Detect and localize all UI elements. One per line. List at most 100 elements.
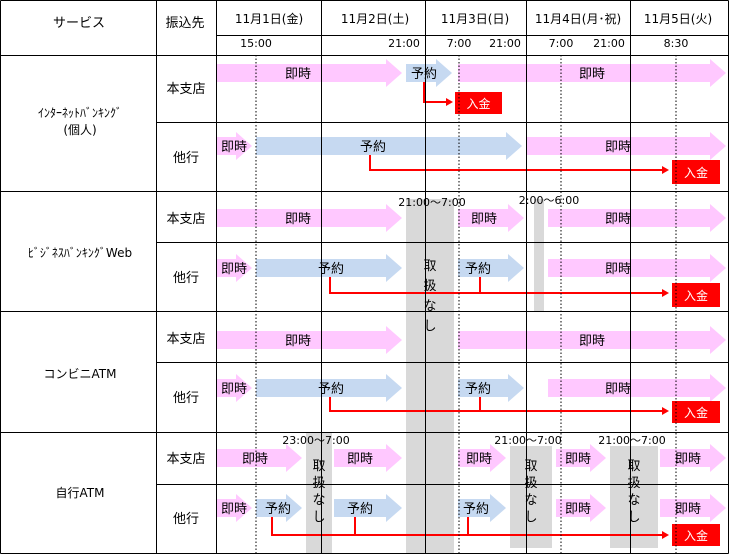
deposit-arrow-head: [662, 531, 669, 539]
day-header-4: 11月4日(月･祝): [535, 12, 621, 26]
destination-column-header: 振込先: [165, 16, 204, 31]
instant-label: 即時: [605, 262, 631, 277]
instant-label: 即時: [285, 67, 311, 82]
deposit-box: [672, 524, 720, 546]
period-label: 21:00〜7:00: [398, 196, 465, 209]
closed-label: し: [627, 510, 640, 525]
deposit-arrow-head: [662, 289, 669, 297]
deposit-line: [369, 155, 662, 171]
reserve-arrow: [334, 494, 402, 522]
instant-label: 即時: [605, 212, 631, 227]
deposit-line: [329, 397, 662, 412]
deposit-arrow-head: [662, 166, 669, 174]
instant-arrow: [548, 204, 726, 232]
closed-label: 扱: [627, 476, 640, 491]
closed-label: し: [524, 510, 537, 525]
row-label-other-bank: 他行: [173, 391, 199, 406]
deposit-label: 入金: [684, 405, 708, 420]
instant-arrow: [556, 444, 606, 472]
closed-label: な: [627, 493, 640, 508]
closed-label: 取: [524, 459, 537, 474]
deposit-line: [329, 277, 662, 294]
time-label: 21:00: [489, 37, 521, 50]
instant-arrow: [548, 254, 726, 282]
reserve-arrow: [256, 374, 402, 402]
period-label: 2:00〜6:00: [519, 194, 579, 207]
instant-label: 即時: [466, 452, 492, 467]
closed-period-bar: [406, 199, 454, 554]
reserve-arrow: [458, 254, 524, 282]
deposit-box: [672, 283, 720, 307]
instant-label: 即時: [565, 502, 591, 517]
time-label: 7:00: [447, 37, 472, 50]
deposit-arrow-head: [446, 98, 453, 106]
instant-arrow: [217, 444, 302, 472]
service-name-internet-banking-personal: (個人): [63, 123, 96, 137]
day-header-1: 11月1日(金): [235, 11, 303, 26]
instant-arrow: [458, 326, 726, 354]
period-label: 21:00〜7:00: [494, 434, 561, 447]
instant-arrow: [334, 444, 402, 472]
instant-arrow: [458, 444, 506, 472]
instant-label: 即時: [242, 452, 268, 467]
instant-label: 即時: [221, 502, 247, 517]
instant-arrow: [556, 494, 606, 522]
reserve-arrow: [256, 494, 302, 522]
deposit-box: [672, 401, 720, 423]
instant-label: 即時: [675, 502, 701, 517]
service-name-business-banking: ﾋﾞｼﾞﾈｽﾊﾞﾝｷﾝｸﾞWeb: [28, 246, 132, 260]
time-label: 21:00: [593, 37, 625, 50]
closed-label: 取: [627, 459, 640, 474]
service-column-header: サービス: [53, 16, 105, 31]
instant-arrow: [217, 59, 402, 87]
deposit-label: 入金: [466, 96, 490, 111]
row-label-own-branch: 本支店: [166, 212, 205, 227]
closed-label: 取: [312, 459, 325, 474]
reserve-label: 予約: [360, 140, 386, 155]
deposit-line: [271, 517, 662, 536]
reserve-arrow: [406, 59, 452, 87]
time-label: 8:30: [664, 37, 689, 50]
deposit-line: [423, 82, 446, 103]
closed-label: 扱: [312, 476, 325, 491]
deposit-box: [455, 92, 502, 114]
day-header-2: 11月2日(土): [341, 12, 409, 26]
reserve-label: 予約: [465, 262, 491, 277]
row-label-own-branch: 本支店: [166, 332, 205, 347]
instant-label: 即時: [565, 452, 591, 467]
instant-label: 即時: [579, 334, 605, 349]
row-label-other-bank: 他行: [173, 271, 199, 286]
instant-label: 即時: [221, 382, 247, 397]
instant-arrow: [217, 204, 402, 232]
instant-label: 即時: [221, 140, 247, 155]
instant-arrow: [217, 326, 402, 354]
reserve-arrow: [458, 374, 524, 402]
deposit-label: 入金: [684, 288, 708, 303]
row-label-other-bank: 他行: [173, 512, 199, 527]
closed-label: 扱: [423, 279, 436, 294]
closed-label: な: [423, 299, 436, 314]
day-header-5: 11月5日(火): [644, 12, 712, 26]
instant-label: 即時: [605, 382, 631, 397]
instant-label: 即時: [285, 334, 311, 349]
service-name-convenience-atm: コンビニATM: [44, 367, 117, 381]
time-label: 7:00: [549, 37, 574, 50]
reserve-arrow: [256, 132, 522, 160]
closed-period-bar: [306, 432, 332, 554]
closed-label: 取: [423, 259, 436, 274]
closed-period-bar: [510, 446, 552, 548]
instant-label: 即時: [605, 140, 631, 155]
instant-arrow: [458, 204, 524, 232]
period-label: 23:00〜7:00: [282, 434, 349, 447]
row-label-own-branch: 本支店: [166, 82, 205, 97]
instant-label: 即時: [471, 212, 497, 227]
instant-arrow: [548, 374, 726, 402]
instant-arrow: [217, 374, 252, 402]
reserve-label: 予約: [463, 502, 489, 517]
closed-label: な: [312, 493, 325, 508]
closed-label: し: [312, 510, 325, 525]
closed-label: な: [524, 493, 537, 508]
instant-arrow: [217, 254, 252, 282]
instant-arrow: [217, 132, 252, 160]
